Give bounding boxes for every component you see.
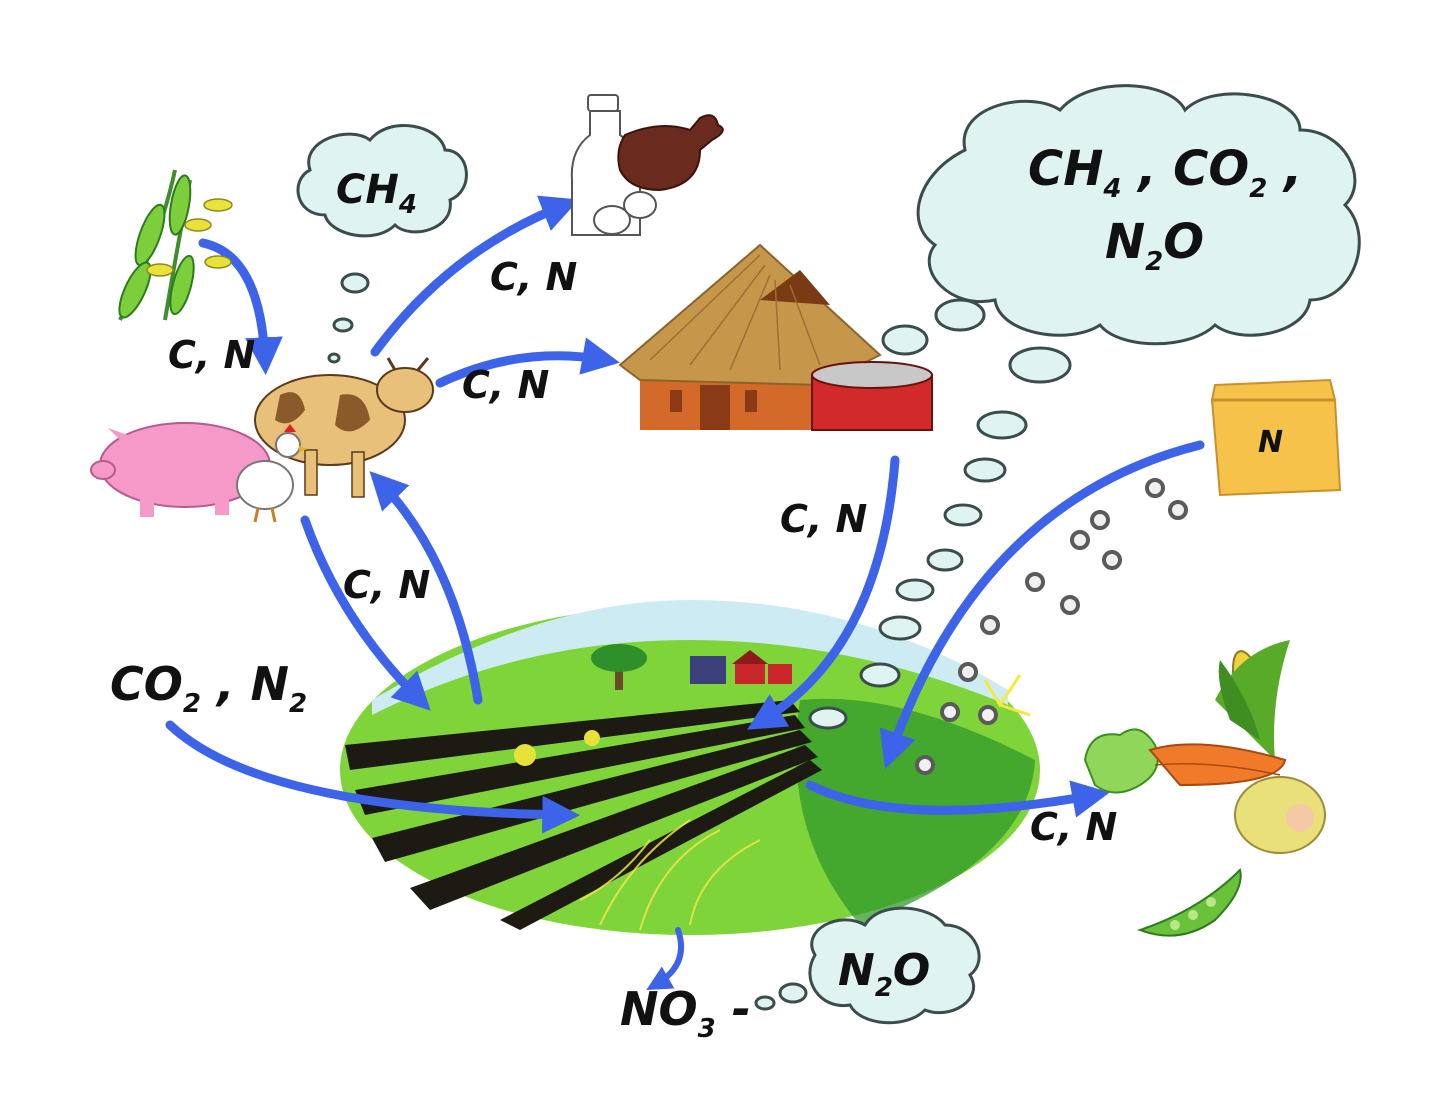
cloud-big-n: N — [1105, 214, 1145, 270]
cloud-big-o: O — [1163, 214, 1204, 270]
svg-text:N2O: N2O — [1105, 214, 1204, 277]
label-field-to-vegetables: C, N — [1030, 805, 1117, 849]
cloud-big-tail: , — [1267, 141, 1302, 197]
cow-icon — [254, 357, 434, 498]
label-barn-to-field: C, N — [780, 497, 867, 541]
flow-arrows — [165, 195, 1205, 991]
cloud-n2o-n: N — [838, 945, 875, 996]
cloud-big-sep: , — [1122, 141, 1174, 197]
cloud-ch4-main-text: CH — [336, 167, 399, 213]
cloud-big-n-sub: 2 — [1145, 247, 1163, 277]
farm-buildings-icon — [690, 650, 792, 684]
cloud-big-co2: CO — [1173, 141, 1249, 197]
label-livestock-to-barn: C, N — [462, 363, 549, 407]
arrow-livestock-to-barn — [435, 337, 620, 388]
onion-icon — [1234, 776, 1326, 854]
svg-text:N2O: N2O — [838, 945, 930, 1003]
label-atmosphere: CO2 , N2 — [110, 657, 307, 719]
label-livestock-field-cycle: C, N — [343, 563, 430, 607]
cloud-ch4-sub-text: 4 — [398, 190, 417, 220]
arrow-field-to-vegetables — [805, 780, 1110, 818]
svg-text:CH4: CH4 — [336, 167, 417, 220]
pea-pod-icon — [1137, 868, 1242, 937]
arrow-field-leaching — [646, 927, 685, 991]
cloud-ch4-small: CH4 — [296, 124, 468, 238]
svg-text:CH4 , CO2 ,: CH4 , CO2 , — [1028, 141, 1302, 204]
chicken-icon — [236, 424, 308, 523]
arrow-crops-to-livestock — [198, 238, 283, 376]
cloud-big-ch4: CH — [1028, 141, 1103, 197]
arrow-field-to-livestock — [369, 471, 483, 705]
fertilizer-bag-icon: N — [1210, 378, 1342, 497]
egg-icon — [593, 191, 657, 235]
gas-bubbles — [327, 272, 1072, 1011]
cloud-big-emissions: CH4 , CO2 , N2O — [916, 84, 1361, 346]
fertilizer-granules — [915, 478, 1188, 775]
arrow-fertilizer-to-field — [879, 440, 1205, 770]
tree-icon — [591, 644, 647, 690]
fertilizer-label: N — [1258, 425, 1283, 460]
corn-icon — [1215, 640, 1290, 760]
label-nitrate: NO3 - — [620, 982, 751, 1044]
vegetables-icon — [1083, 640, 1326, 937]
cloud-n2o-sub: 2 — [875, 973, 893, 1003]
arrow-atmosphere-to-field — [165, 720, 581, 834]
cloud-big-ch4-sub: 4 — [1102, 174, 1121, 204]
pig-icon — [90, 422, 271, 517]
label-livestock-to-products: C, N — [490, 255, 577, 299]
pea-plants-icon — [118, 169, 233, 321]
manure-tank-icon — [811, 361, 933, 431]
arrow-barn-to-field — [747, 455, 900, 730]
cloud-big-co2-sub: 2 — [1249, 174, 1267, 204]
label-crops-to-livestock: C, N — [168, 333, 255, 377]
barn-icon — [618, 243, 882, 430]
carrot-icon — [1148, 743, 1287, 787]
meat-drumstick-icon — [617, 114, 724, 192]
cloud-n2o-bottom: N2O — [808, 906, 981, 1025]
arrow-livestock-to-field — [300, 515, 431, 711]
cloud-n2o-o: O — [893, 945, 930, 996]
arrow-livestock-to-products — [370, 195, 580, 357]
